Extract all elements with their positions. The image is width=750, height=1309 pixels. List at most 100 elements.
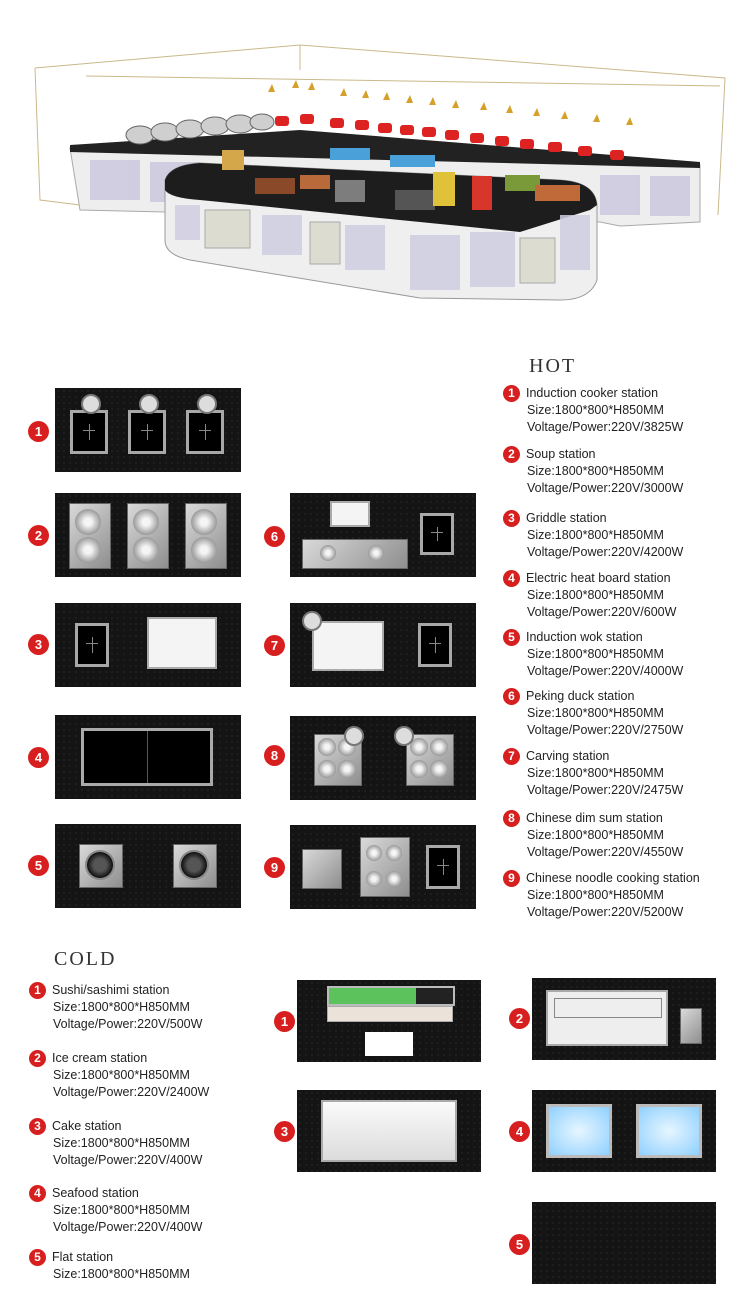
hot-heading: HOT xyxy=(529,355,577,377)
list-item: 4 Seafood station Size:1800*800*H850MM Vo… xyxy=(29,1185,202,1235)
tile-number-badge: 5 xyxy=(28,855,49,876)
station-name: Ice cream station xyxy=(52,1051,148,1066)
station-power: Voltage/Power:220V/400W xyxy=(53,1219,203,1234)
station-name: Peking duck station xyxy=(526,689,635,704)
station-power: Voltage/Power:220V/400W xyxy=(53,1152,203,1167)
station-name: Griddle station xyxy=(526,511,607,526)
tile-number-badge: 1 xyxy=(28,421,49,442)
number-badge: 6 xyxy=(503,688,520,705)
station-size: Size:1800*800*H850MM xyxy=(527,888,664,902)
tile-number-badge: 3 xyxy=(28,634,49,655)
station-size: Size:1800*800*H850MM xyxy=(527,828,664,842)
electric-heat-board-station-image xyxy=(55,715,241,799)
station-power: Voltage/Power:220V/2750W xyxy=(527,722,684,737)
carving-station-image xyxy=(290,603,476,687)
number-badge: 3 xyxy=(503,510,520,527)
sushi-sashimi-station-image xyxy=(297,980,481,1062)
station-size: Size:1800*800*H850MM xyxy=(527,528,664,542)
number-badge: 5 xyxy=(29,1249,46,1266)
station-name: Flat station xyxy=(52,1250,114,1265)
ice-cream-station-image xyxy=(532,978,716,1060)
station-name: Induction cooker station xyxy=(526,386,659,401)
station-name: Induction wok station xyxy=(526,630,643,645)
station-power: Voltage/Power:220V/4550W xyxy=(527,844,684,859)
induction-cooker-station-image xyxy=(55,388,241,472)
tile-number-badge: 8 xyxy=(264,745,285,766)
chinese-dim-sum-station-image xyxy=(290,716,476,800)
chinese-noodle-cooking-station-image xyxy=(290,825,476,909)
tile-number-badge: 1 xyxy=(274,1011,295,1032)
tile-number-badge: 2 xyxy=(28,525,49,546)
soup-station-image xyxy=(55,493,241,577)
list-item: 8 Chinese dim sum station Size:1800*800*H… xyxy=(503,810,683,860)
tile-number-badge: 7 xyxy=(264,635,285,656)
station-size: Size:1800*800*H850MM xyxy=(527,464,664,478)
tile-number-badge: 4 xyxy=(28,747,49,768)
number-badge: 7 xyxy=(503,748,520,765)
induction-wok-station-image xyxy=(55,824,241,908)
tile-number-badge: 5 xyxy=(509,1234,530,1255)
station-name: Chinese dim sum station xyxy=(526,811,663,826)
list-item: 1 Induction cooker station Size:1800*800*… xyxy=(503,385,683,435)
tile-number-badge: 6 xyxy=(264,526,285,547)
station-size: Size:1800*800*H850MM xyxy=(527,647,664,661)
station-size: Size:1800*800*H850MM xyxy=(527,766,664,780)
station-name: Sushi/sashimi station xyxy=(52,983,170,998)
tile-number-badge: 4 xyxy=(509,1121,530,1142)
station-name: Chinese noodle cooking station xyxy=(526,871,700,886)
number-badge: 2 xyxy=(29,1050,46,1067)
list-item: 6 Peking duck station Size:1800*800*H850M… xyxy=(503,688,683,738)
station-size: Size:1800*800*H850MM xyxy=(527,706,664,720)
station-size: Size:1800*800*H850MM xyxy=(527,403,664,417)
station-power: Voltage/Power:220V/2475W xyxy=(527,782,684,797)
list-item: 5 Flat station Size:1800*800*H850MM xyxy=(29,1249,190,1283)
number-badge: 3 xyxy=(29,1118,46,1135)
number-badge: 1 xyxy=(503,385,520,402)
station-power: Voltage/Power:220V/3000W xyxy=(527,480,684,495)
station-power: Voltage/Power:220V/4200W xyxy=(527,544,684,559)
station-name: Electric heat board station xyxy=(526,571,671,586)
number-badge: 1 xyxy=(29,982,46,999)
tile-number-badge: 3 xyxy=(274,1121,295,1142)
station-name: Cake station xyxy=(52,1119,122,1134)
station-name: Soup station xyxy=(526,447,596,462)
tile-number-badge: 2 xyxy=(509,1008,530,1029)
cake-station-image xyxy=(297,1090,481,1172)
number-badge: 4 xyxy=(29,1185,46,1202)
station-size: Size:1800*800*H850MM xyxy=(53,1000,190,1014)
number-badge: 4 xyxy=(503,570,520,587)
station-name: Seafood station xyxy=(52,1186,139,1201)
list-item: 3 Griddle station Size:1800*800*H850MM Vo… xyxy=(503,510,683,560)
station-power: Voltage/Power:220V/4000W xyxy=(527,663,684,678)
number-badge: 2 xyxy=(503,446,520,463)
station-power: Voltage/Power:220V/500W xyxy=(53,1016,203,1031)
list-item: 4 Electric heat board station Size:1800*8… xyxy=(503,570,676,620)
station-power: Voltage/Power:220V/600W xyxy=(527,604,677,619)
number-badge: 8 xyxy=(503,810,520,827)
list-item: 9 Chinese noodle cooking station Size:180… xyxy=(503,870,700,920)
flat-station-image xyxy=(532,1202,716,1284)
station-power: Voltage/Power:220V/2400W xyxy=(53,1084,210,1099)
station-size: Size:1800*800*H850MM xyxy=(53,1203,190,1217)
station-power: Voltage/Power:220V/5200W xyxy=(527,904,684,919)
station-name: Carving station xyxy=(526,749,610,764)
number-badge: 9 xyxy=(503,870,520,887)
station-size: Size:1800*800*H850MM xyxy=(53,1136,190,1150)
list-item: 3 Cake station Size:1800*800*H850MM Volta… xyxy=(29,1118,202,1168)
seafood-station-image xyxy=(532,1090,716,1172)
buffet-counter-illustration xyxy=(34,44,726,301)
station-size: Size:1800*800*H850MM xyxy=(53,1267,190,1281)
station-size: Size:1800*800*H850MM xyxy=(527,588,664,602)
list-item: 5 Induction wok station Size:1800*800*H85… xyxy=(503,629,683,679)
station-size: Size:1800*800*H850MM xyxy=(53,1068,190,1082)
list-item: 1 Sushi/sashimi station Size:1800*800*H85… xyxy=(29,982,202,1032)
griddle-station-image xyxy=(55,603,241,687)
list-item: 2 Soup station Size:1800*800*H850MM Volta… xyxy=(503,446,683,496)
number-badge: 5 xyxy=(503,629,520,646)
cold-heading: COLD xyxy=(54,948,117,970)
tile-number-badge: 9 xyxy=(264,857,285,878)
list-item: 7 Carving station Size:1800*800*H850MM Vo… xyxy=(503,748,683,798)
peking-duck-station-image xyxy=(290,493,476,577)
station-power: Voltage/Power:220V/3825W xyxy=(527,419,684,434)
